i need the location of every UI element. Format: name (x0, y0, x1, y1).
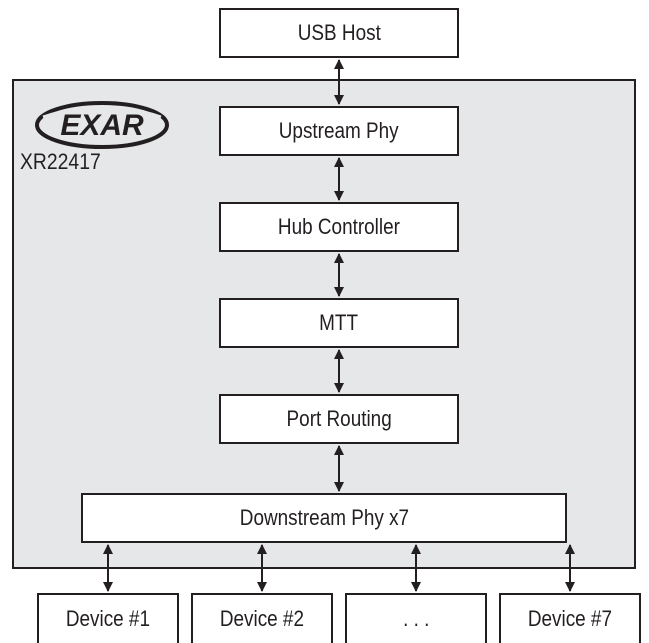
device-label-ellipsis: . . . (402, 606, 430, 631)
device-label-1: Device #1 (65, 606, 151, 631)
downstream-phy-box: Downstream Phy x7 (81, 493, 567, 543)
part-number: XR22417 (20, 149, 112, 175)
device-box-ellipsis: . . . (345, 593, 487, 643)
hub-controller-label: Hub Controller (278, 214, 400, 239)
exar-logo: EXAR (33, 99, 171, 151)
device-box-7: Device #7 (499, 593, 641, 643)
hub-controller-box: Hub Controller (219, 202, 459, 252)
part-number-text: XR22417 (20, 149, 101, 174)
usb-host-label: USB Host (297, 20, 381, 45)
mtt-box: MTT (219, 298, 459, 348)
logo-text: EXAR (60, 109, 144, 142)
device-label-2: Device #2 (219, 606, 305, 631)
port-routing-box: Port Routing (219, 394, 459, 444)
device-box-1: Device #1 (37, 593, 179, 643)
usb-host-box: USB Host (219, 8, 459, 58)
downstream-phy-label: Downstream Phy x7 (239, 505, 409, 530)
upstream-phy-box: Upstream Phy (219, 106, 459, 156)
device-label-7: Device #7 (527, 606, 613, 631)
device-box-2: Device #2 (191, 593, 333, 643)
exar-logo-mark: EXAR (35, 101, 169, 149)
mtt-label: MTT (319, 310, 359, 335)
upstream-phy-label: Upstream Phy (279, 118, 399, 143)
port-routing-label: Port Routing (286, 406, 392, 431)
